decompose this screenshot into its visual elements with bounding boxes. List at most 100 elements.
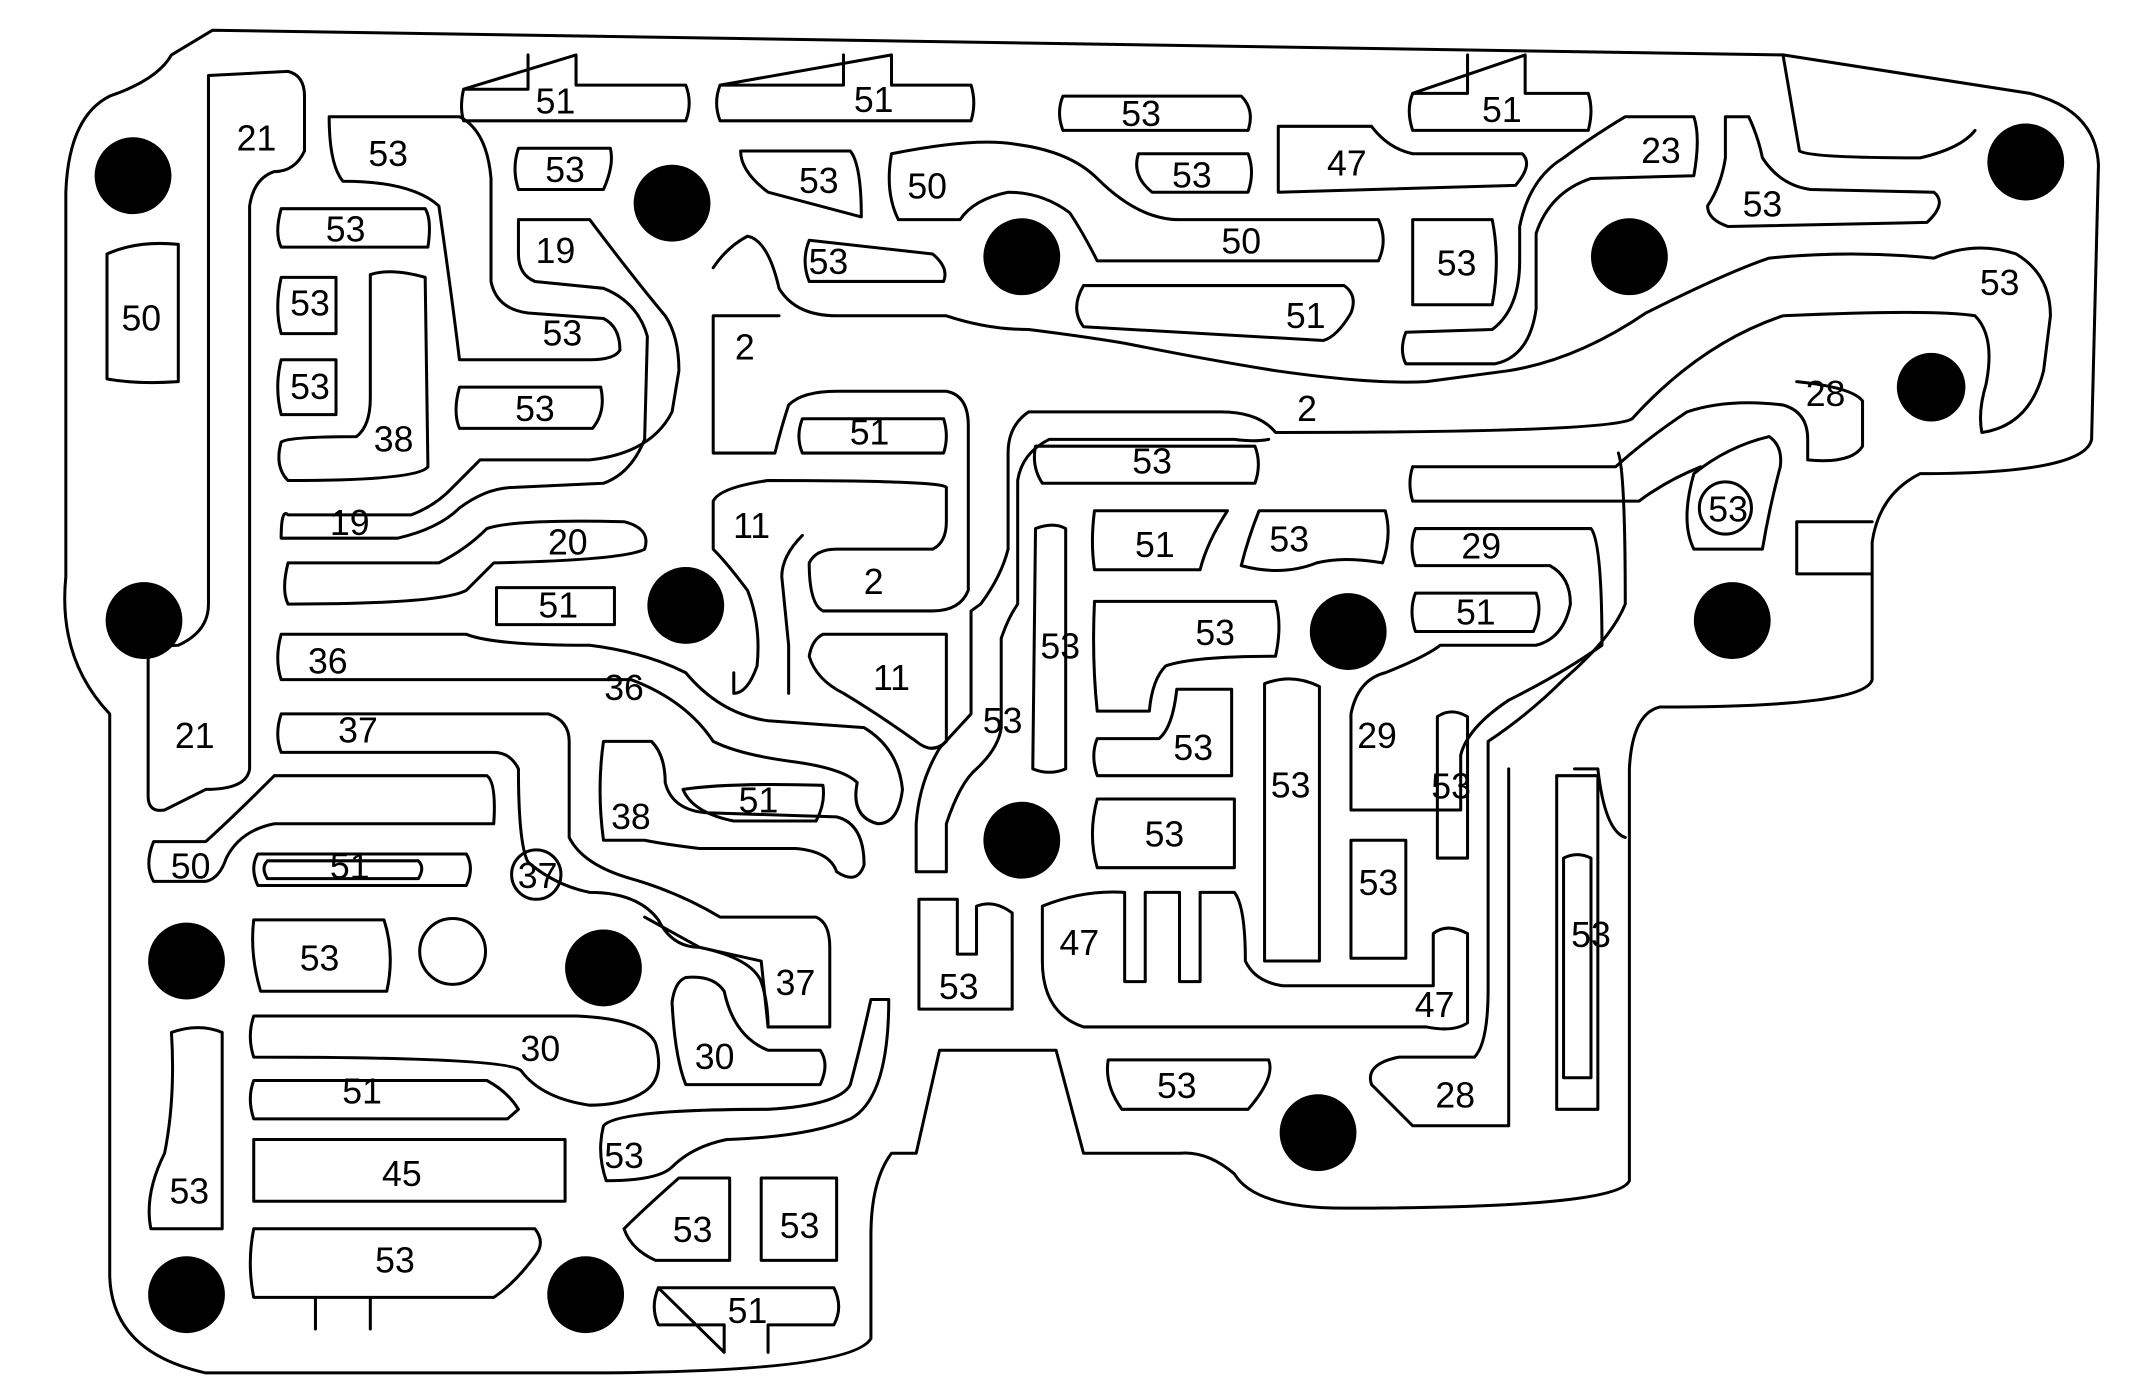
passage-45 (252, 1138, 567, 1203)
plate-outline (63, 28, 2100, 1375)
passage-53-r (1031, 523, 1068, 774)
passage-label: 53 (1980, 263, 2020, 303)
passage-label: 30 (521, 1029, 561, 1069)
passage-label: 53 (1359, 863, 1399, 903)
bolt-hole (565, 929, 642, 1007)
passage-label: 20 (548, 522, 588, 562)
passage-label: 53 (780, 1206, 820, 1246)
passage-53-bb (599, 997, 891, 1183)
bolt-hole (547, 1256, 625, 1334)
passage-51-top-b (715, 53, 976, 123)
passage-label: 50 (1221, 222, 1261, 262)
passage-28-a (1411, 380, 1865, 469)
passage-label: 53 (290, 367, 330, 407)
passage-label: 51 (739, 780, 779, 820)
passage-53-y (1435, 710, 1470, 860)
passage-label: 51 (1482, 90, 1522, 130)
passage-11-a (807, 632, 948, 750)
passage-29-a (1349, 527, 1604, 812)
passage-label: 36 (604, 668, 644, 708)
passage-label: 51 (330, 846, 370, 886)
passage-28-b (1408, 465, 1703, 503)
bolt-hole (148, 922, 225, 1000)
passage-label: 47 (1415, 985, 1455, 1025)
passage-51-e (797, 417, 948, 455)
passage-label: 53 (1172, 156, 1212, 196)
passage-23 (1400, 115, 1699, 366)
passage-label: 53 (300, 938, 340, 978)
passage-label: 53 (169, 1172, 209, 1212)
passage-label: 2 (735, 327, 755, 367)
passage-label: 21 (237, 119, 277, 159)
bolt-hole (1693, 582, 1771, 659)
bolt-hole (1309, 593, 1387, 670)
bolt-hole (1896, 352, 1966, 422)
passage-21-left (146, 69, 306, 812)
passage-28-c (1368, 451, 1627, 1128)
passage-label: 53 (939, 967, 979, 1007)
passage-50-left (105, 241, 180, 385)
passage-50-b (147, 774, 496, 883)
passage-53-n (1411, 218, 1498, 307)
passage-label: 23 (1641, 131, 1681, 171)
passage-label: 28 (1435, 1076, 1475, 1116)
passage-label: 53 (1132, 441, 1172, 481)
passage-label: 28 (1806, 374, 1846, 414)
passage-label: 53 (543, 314, 583, 354)
passage-53-h (147, 1026, 224, 1231)
passage-51-b (252, 852, 472, 888)
passage-label: 53 (1708, 489, 1748, 529)
passage-label: 53 (1121, 94, 1161, 134)
bolt-hole (94, 137, 172, 215)
passage-53-b (276, 207, 431, 249)
passage-label: 53 (1437, 244, 1477, 284)
passage-38-b (598, 739, 866, 879)
passage-label: 2 (864, 562, 884, 602)
passage-right-tab (1795, 520, 1874, 576)
bolt-hole (1279, 1094, 1357, 1172)
passage-51-b-inner (262, 859, 424, 881)
passage-53-cc (622, 1176, 732, 1262)
passage-label: 53 (604, 1136, 644, 1176)
passage-53-j (739, 149, 863, 219)
passage-53-x (1349, 838, 1408, 960)
passage-53-u (1263, 677, 1321, 963)
passage-label: 53 (809, 242, 849, 282)
passage-label: 47 (1060, 923, 1100, 963)
passage-30-a (248, 1014, 661, 1107)
passage-37-b (643, 915, 770, 1029)
passage-label: 53 (1040, 627, 1080, 667)
passage-label: 53 (1743, 185, 1783, 225)
passage-label: 37 (338, 710, 378, 750)
passage-53-dd (759, 1176, 839, 1262)
passage-20 (283, 519, 648, 606)
passage-label: 2 (1297, 389, 1317, 429)
passage-outlines (63, 28, 2100, 1375)
passage-label: 51 (538, 585, 578, 625)
passage-label: 53 (799, 161, 839, 201)
passage-label: 19 (536, 231, 576, 271)
bolt-hole (148, 1256, 225, 1334)
passage-label: 38 (374, 419, 414, 459)
passage-37-circle (510, 848, 563, 901)
passage-label: 53 (1145, 815, 1185, 855)
bolt-hole (983, 218, 1061, 296)
passage-53-o (1706, 115, 1941, 229)
passage-label: 21 (175, 716, 215, 756)
passage-53-z-inner (1562, 853, 1593, 1080)
passage-label: 51 (1456, 592, 1496, 632)
passage-top-right-slot (1781, 53, 1977, 160)
passage-53-d (276, 358, 338, 417)
passage-label: 53 (983, 701, 1023, 741)
passage-19-a (279, 218, 681, 540)
passage-53-t (1092, 687, 1234, 778)
passage-50-c (887, 140, 1385, 263)
passage-53-circle-region (1685, 435, 1783, 551)
bolt-hole (1590, 218, 1668, 296)
passage-30-b (670, 975, 827, 1087)
passage-label: 36 (308, 642, 348, 682)
passage-51-i (652, 1286, 841, 1354)
passage-51-f (1090, 509, 1230, 572)
passage-53-s (1092, 599, 1281, 713)
